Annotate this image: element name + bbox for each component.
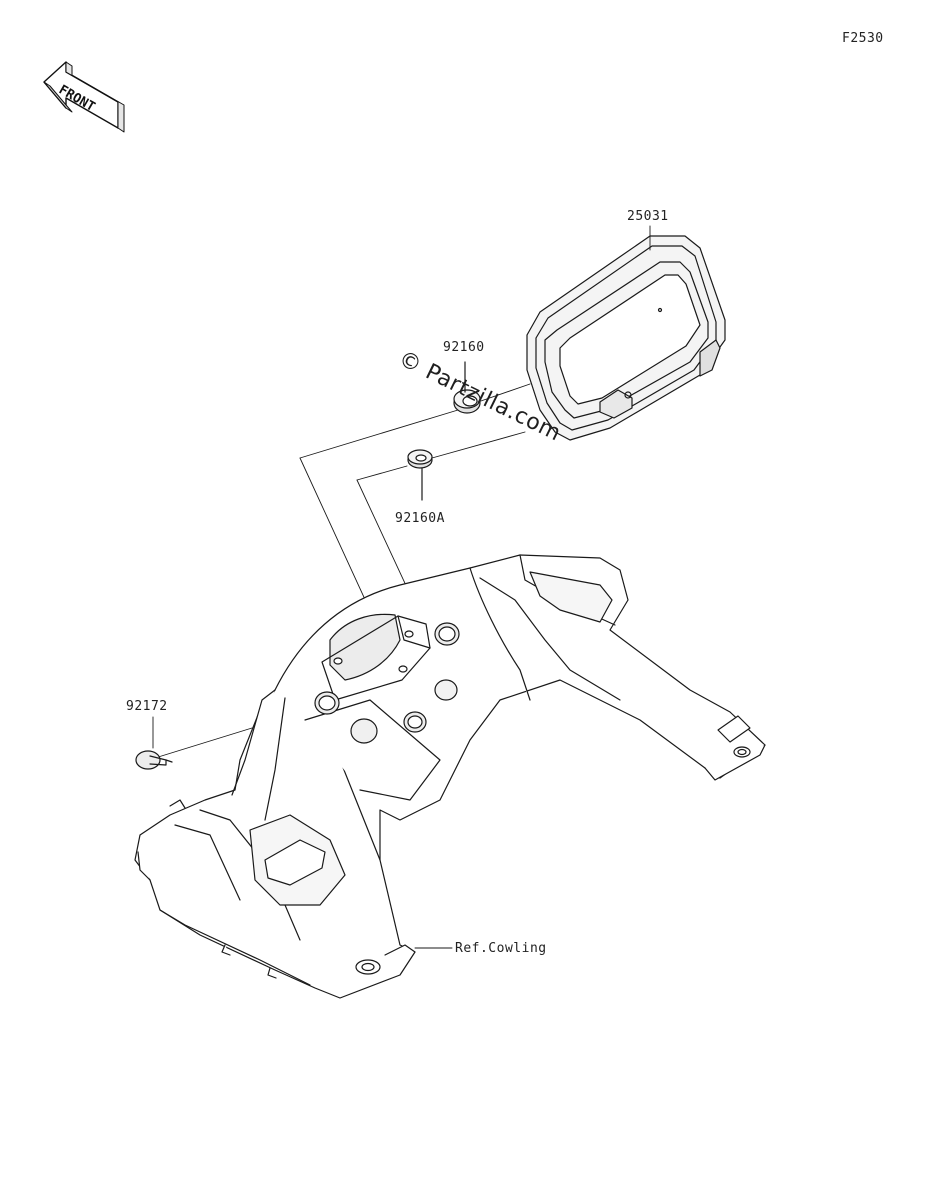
ref-cowling-label: Ref.Cowling (455, 941, 547, 956)
cowling-body (134, 554, 766, 999)
damper-92160a (407, 449, 433, 501)
part-label-25031: 25031 (627, 209, 669, 224)
diagram-id-label: F2530 (842, 31, 884, 46)
damper-92160 (453, 361, 481, 414)
front-arrow-icon: FRONT (43, 61, 125, 133)
part-label-92160a: 92160A (395, 511, 445, 526)
part-label-92160: 92160 (443, 340, 485, 355)
meter-assembly (526, 235, 726, 441)
grommet-92172 (135, 750, 173, 770)
part-label-92172: 92172 (126, 699, 168, 714)
